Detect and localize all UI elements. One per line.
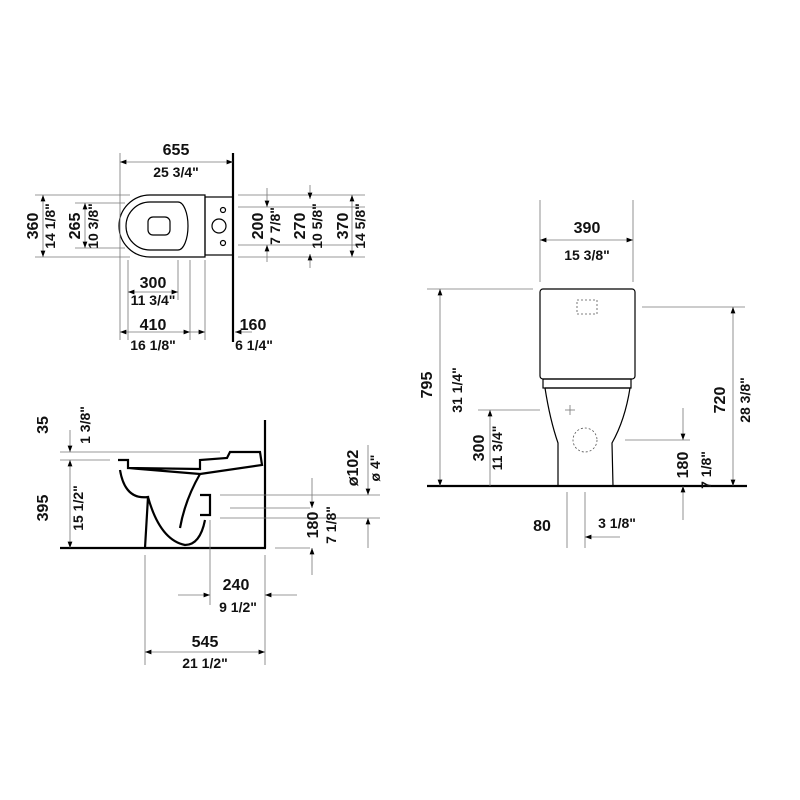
dim-300-top: 300 xyxy=(140,275,167,292)
dim-16-1-8: 16 1/8" xyxy=(130,337,176,353)
dim-15-3-8: 15 3/8" xyxy=(564,247,610,263)
dim-80: 80 xyxy=(533,518,551,535)
dim-360: 360 xyxy=(25,213,42,240)
dim-410: 410 xyxy=(140,317,167,334)
dim-6-1-4: 6 1/4" xyxy=(235,337,273,353)
dim-265: 265 xyxy=(67,213,84,240)
seat-opening-top xyxy=(125,201,189,251)
dim-200: 200 xyxy=(250,213,267,240)
flush-button xyxy=(576,299,598,315)
dim-300-front: 300 xyxy=(471,435,488,462)
dim-7-1-8-side: 7 1/8" xyxy=(323,506,339,544)
dim-3-1-8: 3 1/8" xyxy=(598,515,636,531)
dim-31-1-4: 31 1/4" xyxy=(449,367,465,413)
dim-25-3-4: 25 3/4" xyxy=(153,164,199,180)
seat-lid-side xyxy=(118,450,264,476)
dim-270: 270 xyxy=(292,213,309,240)
dim-240: 240 xyxy=(223,577,250,594)
outlet-circle-top xyxy=(211,218,227,234)
dim-720: 720 xyxy=(712,387,729,414)
dim-545: 545 xyxy=(192,634,219,651)
dim-dia-102: ø102 xyxy=(345,450,362,487)
bowl-profile-side xyxy=(118,469,212,549)
seat-hinge-top xyxy=(147,216,171,236)
dim-11-3-4-top: 11 3/4" xyxy=(131,292,176,308)
dim-15-1-2: 15 1/2" xyxy=(70,485,86,531)
top-view: 655 25 3/4" 360 14 1/8" 265 10 3/8" 200 … xyxy=(25,142,368,353)
dim-370: 370 xyxy=(335,213,352,240)
dim-180-front: 180 xyxy=(675,452,692,479)
tank-lid-seam xyxy=(542,378,632,389)
front-view: 390 15 3/8" 795 31 1/4" 720 28 3/8" 300 … xyxy=(419,200,753,548)
tank-top xyxy=(204,196,234,256)
dim-7-7-8: 7 7/8" xyxy=(267,207,283,245)
side-view: 35 1 3/8" 395 15 1/2" ø102 ø 4" 180 7 1/… xyxy=(35,406,383,671)
dim-390: 390 xyxy=(574,220,601,237)
dim-160: 160 xyxy=(240,317,267,334)
dim-10-5-8: 10 5/8" xyxy=(309,203,325,249)
dim-180-side: 180 xyxy=(305,512,322,539)
tank-front xyxy=(539,288,636,380)
dim-795: 795 xyxy=(419,372,436,399)
dim-7-1-8-front: 7 1/8" xyxy=(698,451,714,489)
dim-35: 35 xyxy=(35,416,52,434)
dim-1-3-8: 1 3/8" xyxy=(77,406,93,444)
dim-11-3-4-front: 11 3/4" xyxy=(489,426,505,471)
mount-hole xyxy=(219,239,227,247)
dim-21-1-2: 21 1/2" xyxy=(182,655,228,671)
dim-9-1-2: 9 1/2" xyxy=(219,599,257,615)
mount-hole xyxy=(219,206,227,214)
dim-395: 395 xyxy=(35,495,52,522)
dim-28-3-8: 28 3/8" xyxy=(737,377,753,423)
dim-655: 655 xyxy=(163,142,190,159)
bowl-front xyxy=(544,387,631,487)
dim-14-5-8: 14 5/8" xyxy=(352,203,368,249)
outlet-circle-front xyxy=(572,427,598,453)
dim-dia-4: ø 4" xyxy=(367,455,383,482)
bowl-outline-top xyxy=(118,194,206,258)
dim-14-1-8: 14 1/8" xyxy=(42,203,58,249)
dim-10-3-8: 10 3/8" xyxy=(85,203,101,249)
